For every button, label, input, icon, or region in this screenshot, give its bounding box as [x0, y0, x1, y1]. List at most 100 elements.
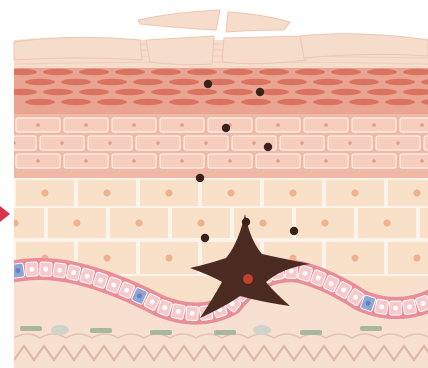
granular-cell	[133, 99, 163, 105]
spinous-nucleus	[180, 123, 184, 127]
epidermal-nucleus	[198, 220, 205, 227]
granular-cell	[187, 89, 217, 95]
spinous-layer-cells	[0, 118, 428, 168]
granular-cell	[187, 69, 217, 75]
granular-cell	[61, 99, 91, 105]
spinous-nucleus	[276, 123, 280, 127]
epidermal-nucleus	[104, 255, 111, 262]
spinous-nucleus	[348, 141, 352, 145]
melanin-granule	[201, 234, 209, 242]
granular-cell	[295, 89, 325, 95]
epidermal-nucleus	[228, 190, 235, 197]
basal-cell	[375, 299, 389, 315]
epidermal-nucleus	[352, 190, 359, 197]
spinous-nucleus	[60, 141, 64, 145]
basal-cell	[186, 306, 199, 320]
epidermal-nucleus	[166, 255, 173, 262]
spinous-nucleus	[156, 141, 160, 145]
granular-cell	[151, 69, 181, 75]
granular-cell	[79, 89, 109, 95]
granular-cell	[241, 79, 271, 85]
spinous-nucleus	[204, 141, 208, 145]
granular-cell	[7, 69, 37, 75]
epidermal-nucleus	[414, 190, 421, 197]
epidermal-nucleus	[74, 220, 81, 227]
spinous-nucleus	[108, 141, 112, 145]
melanin-granule	[242, 218, 250, 226]
spinous-nucleus	[420, 159, 424, 163]
spinous-nucleus	[132, 159, 136, 163]
spinous-nucleus	[84, 123, 88, 127]
granular-cell	[43, 69, 73, 75]
dermis-fibroblast	[150, 330, 172, 335]
granular-cell	[43, 89, 73, 95]
granular-cell	[259, 69, 289, 75]
dermis-fibroblast	[20, 326, 42, 331]
dermis-cell	[253, 325, 271, 335]
basal-cell	[66, 265, 81, 281]
spinous-nucleus	[300, 141, 304, 145]
granular-cell	[151, 89, 181, 95]
dermis-fibroblast	[214, 330, 236, 335]
melanin-granule	[222, 124, 230, 132]
granular-cell	[25, 99, 55, 105]
basal-cell	[402, 299, 416, 315]
granular-cell	[205, 99, 235, 105]
granular-cell	[331, 69, 361, 75]
spinous-nucleus	[276, 159, 280, 163]
basal-cell	[53, 263, 67, 278]
granular-cell	[223, 69, 253, 75]
epidermal-nucleus	[42, 190, 49, 197]
arrow-indicator-icon	[0, 206, 10, 222]
granular-cell	[385, 99, 415, 105]
granular-cell	[277, 79, 307, 85]
granular-cell	[313, 79, 343, 85]
epidermal-nucleus	[414, 255, 421, 262]
spinous-cell	[0, 136, 36, 150]
granular-cell	[385, 79, 415, 85]
flake	[300, 34, 428, 58]
granular-layer	[14, 66, 428, 114]
epidermal-nucleus	[352, 255, 359, 262]
spinous-nucleus	[372, 159, 376, 163]
epidermal-nucleus	[260, 220, 267, 227]
basal-cell-nucleus	[393, 306, 398, 311]
spinous-cell	[424, 136, 428, 150]
spinous-nucleus	[372, 123, 376, 127]
melanin-granule	[290, 227, 298, 235]
granular-cell	[169, 79, 199, 85]
granular-cell	[313, 99, 343, 105]
dermis-fibroblast	[300, 330, 322, 335]
flake	[226, 12, 290, 32]
granular-cell	[367, 69, 397, 75]
dermis-fibroblast	[90, 328, 112, 333]
spinous-nucleus	[12, 141, 16, 145]
basal-cell	[171, 304, 186, 320]
flake	[138, 10, 220, 30]
spinous-nucleus	[324, 159, 328, 163]
melanocyte-basal-cell	[11, 263, 25, 279]
granular-cell	[349, 79, 379, 85]
melanin-granule	[264, 143, 272, 151]
epidermal-nucleus	[322, 220, 329, 227]
granular-cell	[97, 99, 127, 105]
granular-cell	[367, 89, 397, 95]
spinous-nucleus	[252, 141, 256, 145]
granular-cell	[79, 69, 109, 75]
granular-cell	[7, 89, 37, 95]
melanocyte-nucleus	[243, 274, 253, 284]
flake	[146, 36, 214, 65]
epidermal-nucleus	[384, 220, 391, 227]
granular-cell	[295, 69, 325, 75]
granular-cell	[331, 89, 361, 95]
spinous-nucleus	[36, 123, 40, 127]
granular-cell	[349, 99, 379, 105]
spinous-nucleus	[228, 159, 232, 163]
spinous-nucleus	[132, 123, 136, 127]
granular-cell	[115, 89, 145, 95]
epidermal-nucleus	[136, 220, 143, 227]
flake	[222, 36, 306, 64]
basal-cell	[40, 262, 53, 276]
